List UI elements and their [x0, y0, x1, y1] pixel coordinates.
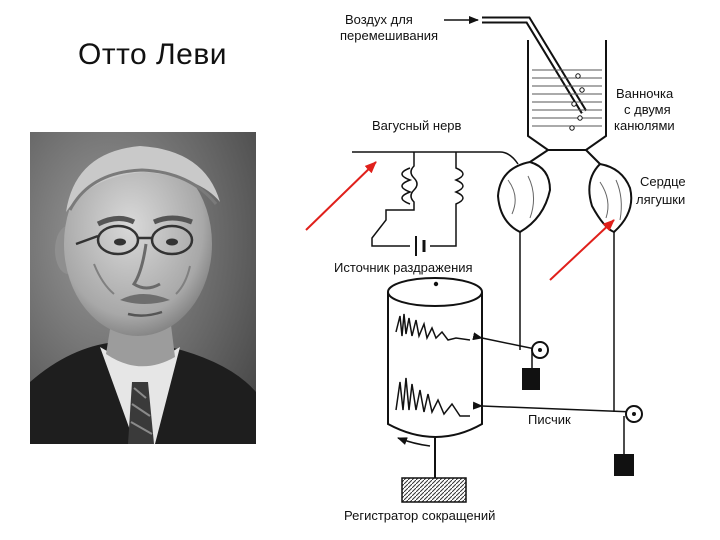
stylus-lever-lower: [472, 401, 635, 413]
red-arrow-heart: [549, 219, 615, 281]
trace-heart-2: [395, 377, 470, 417]
label-vagus: Вагусный нерв: [372, 118, 462, 133]
recorder-base: [401, 477, 467, 503]
red-arrow-vagus: [305, 161, 377, 231]
rotation-arrow: [397, 437, 431, 447]
stylus-lever-upper: [472, 332, 541, 351]
portrait-photo: [30, 132, 256, 444]
slide-title: Отто Леви: [78, 38, 228, 71]
label-air-line1: Воздух для: [345, 12, 413, 27]
vagus-nerve: [352, 151, 519, 165]
frog-heart-right: [588, 162, 633, 234]
label-air-line2: перемешивания: [340, 28, 438, 43]
label-stimulus: Источник раздражения: [334, 260, 473, 275]
kymograph-drum: [387, 277, 483, 438]
cannula-right: [585, 149, 601, 165]
label-recorder: Регистратор сокращений: [344, 508, 495, 523]
bath-liquid: [532, 69, 602, 127]
label-bath-line2: с двумя: [624, 102, 671, 117]
trace-heart-1: [395, 313, 471, 341]
label-stylus: Писчик: [528, 412, 571, 427]
weight-lower: [614, 454, 634, 476]
weight-upper: [522, 368, 540, 390]
cannula-left: [529, 149, 549, 163]
bath: [527, 40, 607, 151]
electrode-coil-left: [401, 167, 413, 205]
electrode-wire-left: [371, 152, 418, 247]
label-heart-line2: лягушки: [636, 192, 685, 207]
label-heart-line1: Сердце: [640, 174, 686, 189]
label-bath-line3: канюлями: [614, 118, 675, 133]
air-bubbles: [569, 73, 585, 131]
electrode-wire-right: [430, 152, 464, 247]
label-bath-line1: Ванночка: [616, 86, 674, 101]
air-tube: [482, 16, 587, 114]
frog-heart-left: [496, 160, 552, 234]
